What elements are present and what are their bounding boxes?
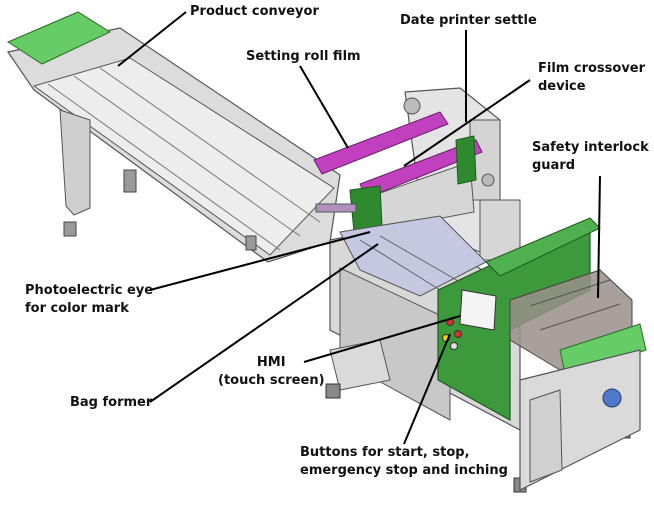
leader-product-conveyor xyxy=(117,11,187,67)
roll-film-upper xyxy=(313,111,449,175)
label-safety-guard: Safety interlock guard xyxy=(532,139,649,175)
base-foot-left xyxy=(329,339,391,391)
label-photo-eye: Photoelectric eye for color mark xyxy=(25,282,153,318)
label-buttons: Buttons for start, stop, emergency stop … xyxy=(300,444,508,480)
label-setting-roll-film-text: Setting roll film xyxy=(246,49,361,64)
leader-roll-film xyxy=(299,65,349,149)
label-bag-former: Bag former xyxy=(70,394,152,412)
leader-bag-former xyxy=(149,243,379,403)
label-date-printer: Date printer settle xyxy=(400,12,537,30)
base-lower-panel xyxy=(339,267,451,421)
label-date-printer-text: Date printer settle xyxy=(400,13,537,28)
stop-button xyxy=(454,330,462,338)
conveyor-end-green-pad xyxy=(6,11,112,65)
label-product-conveyor: Product conveyor xyxy=(190,3,319,21)
label-safety-guard-line1: Safety interlock xyxy=(532,140,649,155)
label-bag-former-text: Bag former xyxy=(70,395,153,410)
label-buttons-line2: emergency stop and inching xyxy=(300,463,508,478)
label-hmi-line2: (touch screen) xyxy=(218,373,325,388)
label-hmi: HMI (touch screen) xyxy=(218,354,325,390)
leader-photo-eye xyxy=(149,231,371,291)
leader-buttons xyxy=(403,333,451,445)
leader-film-crossover xyxy=(403,79,531,167)
label-setting-roll-film: Setting roll film xyxy=(246,48,361,66)
infeed-conveyor-top xyxy=(32,57,335,256)
label-hmi-line1: HMI xyxy=(256,355,286,370)
label-film-crossover: Film crossover device xyxy=(538,60,645,96)
leader-safety-guard xyxy=(597,175,601,299)
label-buttons-line1: Buttons for start, stop, xyxy=(300,445,470,460)
label-film-crossover-line2: device xyxy=(538,79,586,94)
inching-button xyxy=(450,342,458,350)
label-photo-eye-line2: for color mark xyxy=(25,301,129,316)
label-film-crossover-line1: Film crossover xyxy=(538,61,646,76)
label-product-conveyor-text: Product conveyor xyxy=(190,4,319,19)
label-safety-guard-line2: guard xyxy=(532,158,576,173)
hmi-screen xyxy=(459,289,497,331)
label-photo-eye-line1: Photoelectric eye xyxy=(25,283,154,298)
conveyor-leg xyxy=(59,109,91,216)
leader-hmi xyxy=(303,315,461,363)
